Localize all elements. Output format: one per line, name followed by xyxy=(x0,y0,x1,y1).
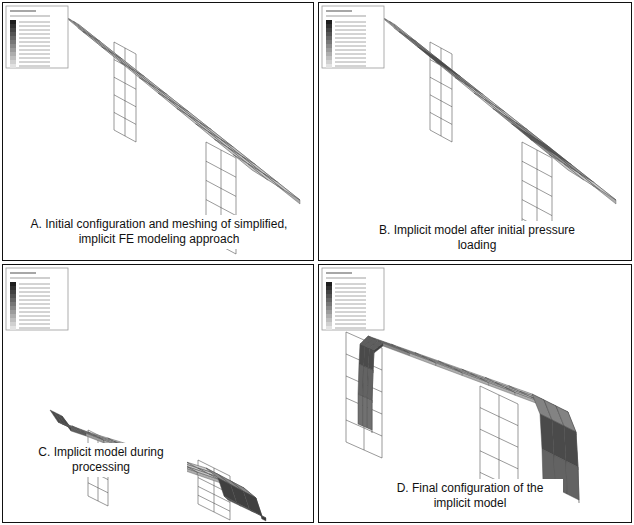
contour-legend xyxy=(322,6,384,68)
panel-caption: A. Initial configuration and meshing of … xyxy=(21,215,297,249)
panel-caption: D. Final configuration of the implicit m… xyxy=(377,479,563,513)
contour-legend xyxy=(322,268,384,330)
beam-mesh xyxy=(380,16,616,204)
figure-panel: C. Implicit model during processing xyxy=(2,264,314,523)
beam-mesh xyxy=(64,16,300,204)
panel-caption: C. Implicit model during processing xyxy=(15,443,187,477)
contour-legend xyxy=(6,268,68,330)
panel-illustration xyxy=(322,268,579,512)
figure-panel: B. Implicit model after initial pressure… xyxy=(318,2,632,261)
beam-mesh xyxy=(358,336,579,503)
contour-legend xyxy=(6,6,68,68)
figure-panel: A. Initial configuration and meshing of … xyxy=(2,2,314,261)
panel-illustration xyxy=(6,268,266,521)
panel-illustration xyxy=(6,6,300,254)
panel-caption: B. Implicit model after initial pressure… xyxy=(359,221,595,255)
figure-panel: D. Final configuration of the implicit m… xyxy=(318,264,632,523)
support-mesh xyxy=(346,332,382,458)
panel-illustration xyxy=(322,6,616,254)
